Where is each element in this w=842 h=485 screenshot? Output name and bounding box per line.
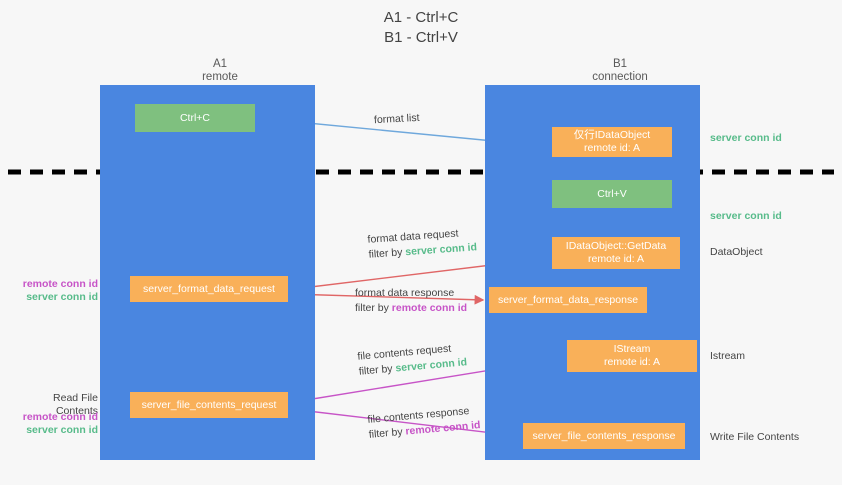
- column-header-a1: A1 remote: [120, 58, 320, 84]
- annotation-left-conn-ids-bottom: remote conn id server conn id: [10, 411, 98, 437]
- flow-filter-prefix: filter by: [355, 302, 392, 314]
- column-header-b1-name: B1: [612, 58, 628, 70]
- box-istream-line1: IStream: [613, 343, 651, 355]
- box-idataobject-getdata[interactable]: IDataObject::GetData remote id: A: [552, 237, 680, 269]
- flow-filter-prefix: filter by: [368, 246, 406, 261]
- column-header-b1: B1 connection: [520, 58, 720, 84]
- page-title: A1 - Ctrl+C B1 - Ctrl+V: [0, 8, 842, 48]
- box-server-format-data-request-label: server_format_data_request: [143, 282, 275, 295]
- flow-filter-prefix: filter by: [358, 362, 396, 378]
- column-header-b1-role: connection: [592, 71, 648, 83]
- column-header-a1-name: A1: [212, 58, 228, 70]
- flow-filter-format-data-response: filter by remote conn id: [355, 301, 467, 316]
- box-ctrl-c[interactable]: Ctrl+C: [135, 104, 255, 132]
- box-istream-line2: remote id: A: [603, 356, 661, 368]
- arrow-file-contents-response: [290, 408, 520, 440]
- flow-filter-value-remote-conn-id: remote conn id: [391, 302, 468, 314]
- box-istream[interactable]: IStream remote id: A: [567, 340, 697, 372]
- box-server-file-contents-request[interactable]: server_file_contents_request: [130, 392, 288, 418]
- annotation-remote-conn-id-a: remote conn id: [22, 278, 98, 290]
- box-server-format-data-response[interactable]: server_format_data_response: [489, 287, 647, 313]
- box-ctrl-c-label: Ctrl+C: [179, 111, 211, 124]
- annotation-server-conn-id-top: server conn id: [710, 132, 782, 144]
- column-header-a1-role: remote: [202, 71, 238, 83]
- box-getdata-line2: remote id: A: [587, 253, 645, 265]
- flow-label-format-list-text: format list: [373, 111, 420, 127]
- box-getdata-line1: IDataObject::GetData: [565, 240, 667, 252]
- annotation-istream: Istream: [710, 350, 746, 362]
- annotation-left-conn-ids-top: remote conn id server conn id: [10, 278, 98, 304]
- annotation-server-conn-id-b: server conn id: [26, 424, 98, 436]
- box-server-file-contents-request-label: server_file_contents_request: [141, 398, 277, 411]
- flow-filter-value-server-conn-id: server conn id: [404, 241, 478, 259]
- annotation-server-conn-id-mid: server conn id: [710, 210, 782, 222]
- annotation-read-file-contents: Read File Contents: [53, 392, 98, 417]
- box-idataobject-line2: remote id: A: [583, 142, 641, 154]
- box-ctrl-v-label: Ctrl+V: [597, 187, 627, 200]
- arrow-format-data-response: [289, 293, 485, 305]
- box-server-file-contents-response[interactable]: server_file_contents_response: [523, 423, 685, 449]
- box-ctrl-v[interactable]: Ctrl+V: [552, 180, 672, 208]
- box-idataobject[interactable]: 仅行IDataObject remote id: A: [552, 127, 672, 157]
- box-idataobject-line1: 仅行IDataObject: [573, 129, 651, 141]
- flow-label-format-list: format list: [374, 111, 420, 128]
- box-server-file-contents-response-label: server_file_contents_response: [532, 429, 676, 442]
- box-server-format-data-request[interactable]: server_format_data_request: [130, 276, 288, 302]
- title-line-1: A1 - Ctrl+C: [383, 9, 459, 26]
- flow-filter-prefix: filter by: [368, 425, 406, 441]
- title-line-2: B1 - Ctrl+V: [384, 29, 458, 46]
- annotation-write-file-contents: Write File Contents: [710, 431, 800, 443]
- flow-label-format-data-response: format data response filter by remote co…: [355, 286, 467, 316]
- box-server-format-data-response-label: server_format_data_response: [497, 293, 639, 306]
- flow-label-format-data-response-text: format data response: [355, 287, 455, 299]
- annotation-remote-conn-id-b: remote conn id: [22, 411, 98, 423]
- annotation-dataobject: DataObject: [710, 246, 763, 258]
- annotation-server-conn-id-a: server conn id: [26, 291, 98, 303]
